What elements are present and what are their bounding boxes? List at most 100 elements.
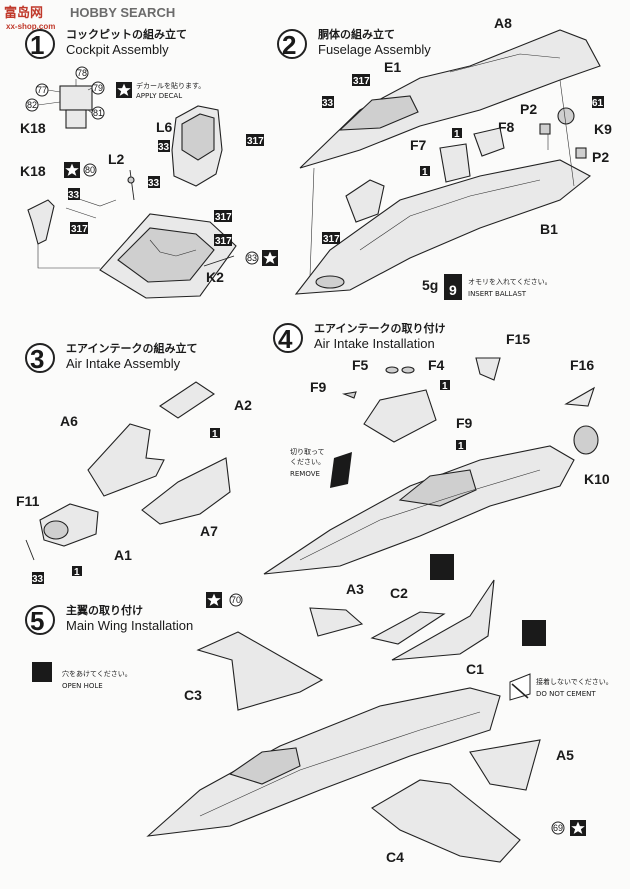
step-1-title-en: Cockpit Assembly — [66, 42, 169, 57]
color-33-f11: 33 — [32, 574, 44, 585]
ballast-part-number: 9 — [449, 282, 457, 298]
color-317-upper: 317 — [353, 76, 370, 87]
step-3-title-en: Air Intake Assembly — [66, 356, 181, 371]
remove-icon — [330, 452, 352, 488]
label-A7: A7 — [200, 523, 218, 539]
color-317-tub: 317 — [215, 212, 232, 223]
step-2-title-en: Fuselage Assembly — [318, 42, 431, 57]
watermark: 富岛网 HOBBY SEARCH xx-shop.com — [4, 5, 175, 31]
decal-80: 80 — [85, 165, 95, 175]
apply-decal-jp: デカールを貼ります。 — [136, 81, 205, 90]
decal-star-icon — [64, 162, 80, 178]
decal-70: 70 — [231, 595, 241, 605]
label-A5: A5 — [556, 747, 574, 763]
no-cement-en: DO NOT CEMENT — [536, 690, 596, 698]
label-F15: F15 — [506, 331, 530, 347]
decal-78: 78 — [77, 68, 87, 78]
label-A3: A3 — [346, 581, 364, 597]
part-F15 — [475, 357, 501, 381]
step-3-badge — [25, 343, 55, 373]
label-K9: K9 — [594, 121, 612, 137]
step-4-title-en: Air Intake Installation — [314, 336, 435, 351]
open-hole-jp: 穴をあけてください。 — [62, 669, 132, 678]
step-4-badge — [273, 323, 303, 353]
part-upper-fuselage — [299, 29, 601, 169]
instrument-panel-detail: 77 78 79 82 81 — [25, 66, 105, 129]
no-cement-icon — [509, 673, 531, 701]
step-4-title-jp: エアインテークの取り付け — [314, 321, 445, 335]
step-5-title-jp: 主翼の取り付け — [66, 603, 143, 617]
step-1-number: 1 — [30, 30, 44, 60]
decal-79: 79 — [93, 83, 103, 93]
step-1: 1 コックピットの組み立て Cockpit Assembly 77 78 79 … — [20, 27, 278, 299]
part-intake-assembly — [363, 389, 437, 443]
decal-star-icon-4 — [570, 820, 586, 836]
part-A7 — [141, 457, 231, 525]
apply-decal-en: APPLY DECAL — [136, 92, 182, 100]
label-A8: A8 — [494, 15, 512, 31]
label-F11: F11 — [16, 493, 40, 509]
label-F9-left: F9 — [310, 379, 327, 395]
watermark-url: xx-shop.com — [6, 22, 55, 31]
part-K9 — [557, 107, 575, 125]
remove-en: REMOVE — [290, 470, 320, 478]
color-1-f7: 1 — [422, 167, 428, 178]
decal-star-icon-2 — [262, 250, 278, 266]
ballast-jp: オモリを入れてください。 — [468, 278, 552, 286]
no-cement-jp: 接着しないでください。 — [536, 677, 613, 686]
color-1-a1: 1 — [74, 567, 80, 578]
step-2-title-jp: 胴体の組み立て — [318, 27, 395, 41]
open-hole-icon-3 — [522, 620, 546, 646]
color-317-k18: 317 — [71, 224, 88, 235]
label-F16: F16 — [570, 357, 594, 373]
label-P2-top: P2 — [520, 101, 537, 117]
color-61: 61 — [592, 98, 604, 109]
step-4: 4 エアインテークの取り付け Air Intake Installation F… — [263, 321, 610, 575]
step-3-title-jp: エアインテークの組み立て — [66, 341, 197, 355]
apply-decal-icon — [116, 82, 132, 98]
part-C3 — [196, 631, 324, 711]
part-F11 — [25, 539, 35, 561]
step-1-badge — [25, 29, 55, 59]
part-A3 — [309, 607, 364, 637]
color-1-a2: 1 — [212, 429, 218, 440]
label-K18-top: K18 — [20, 120, 46, 136]
label-L6: L6 — [156, 119, 173, 135]
label-C1: C1 — [466, 661, 484, 677]
color-1-f9: 1 — [458, 441, 464, 452]
color-1-f8: 1 — [454, 129, 460, 140]
watermark-brand: HOBBY SEARCH — [70, 5, 175, 20]
color-33-k18: 33 — [68, 190, 80, 201]
label-K2: K2 — [206, 269, 224, 285]
label-A1: A1 — [114, 547, 132, 563]
part-P2-top — [539, 123, 551, 135]
label-F5: F5 — [352, 357, 369, 373]
decal-82: 82 — [27, 100, 37, 110]
part-A5 — [469, 739, 541, 791]
label-P2-bottom: P2 — [592, 149, 609, 165]
step-3: 3 エアインテークの組み立て Air Intake Assembly A2 1 … — [16, 341, 252, 585]
label-L2: L2 — [108, 151, 125, 167]
open-hole-icon-2 — [430, 554, 454, 580]
part-fuselage-step5 — [146, 687, 501, 837]
step-5-title-en: Main Wing Installation — [66, 618, 193, 633]
label-C2: C2 — [390, 585, 408, 601]
ballast-en: INSERT BALLAST — [468, 290, 527, 298]
part-lower-fuselage-B1 — [294, 159, 591, 295]
part-P2-bottom — [575, 147, 587, 159]
step-2: 2 胴体の組み立て Fuselage Assembly A8 E1 317 33… — [277, 15, 612, 300]
part-stick-L2 — [129, 169, 135, 201]
part-seat-L6 — [171, 105, 223, 187]
ballast-icon — [444, 274, 462, 300]
label-B1: B1 — [540, 221, 558, 237]
step-5-badge — [25, 605, 55, 635]
open-hole-icon — [32, 662, 52, 682]
part-K18 — [27, 199, 55, 245]
color-317-seat: 317 — [247, 136, 264, 147]
color-33-seat: 33 — [158, 142, 170, 153]
decal-69: 69 — [553, 823, 563, 833]
part-F16 — [564, 386, 595, 407]
step-2-number: 2 — [282, 30, 296, 60]
